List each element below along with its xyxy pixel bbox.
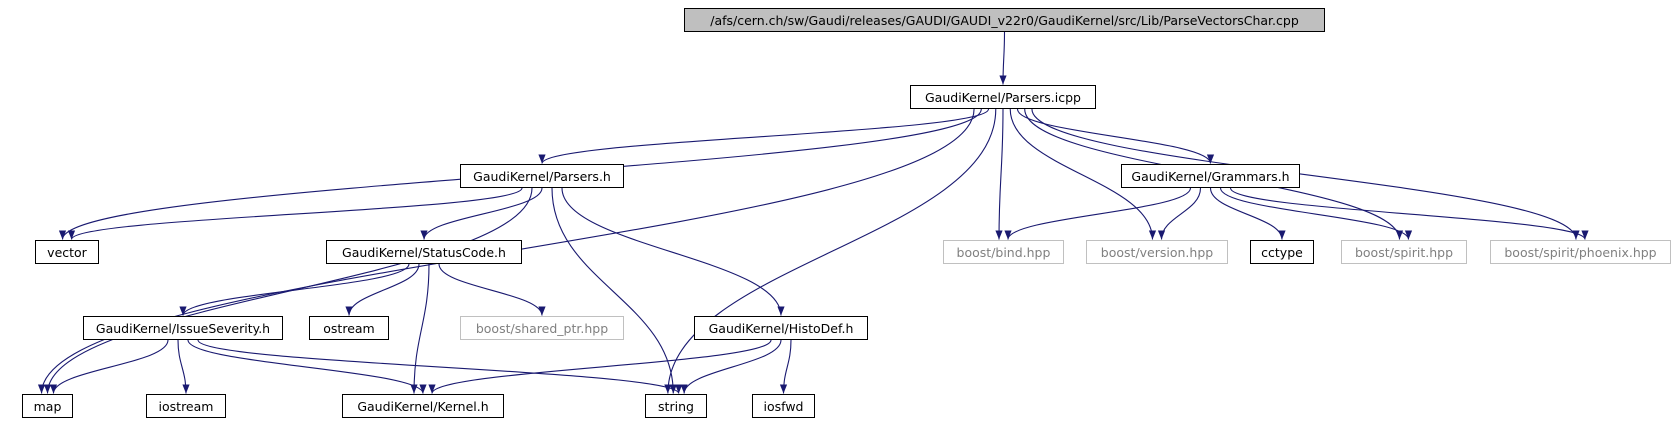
node-grammars-h[interactable]: GaudiKernel/Grammars.h [1121, 164, 1300, 188]
edge-parsers_h-to-string [551, 187, 677, 394]
edge-parsers_h-to-vector [68, 187, 523, 240]
node-boost-spirit-phoenix-hpp[interactable]: boost/spirit/phoenix.hpp [1490, 240, 1671, 264]
edge-grammars_h-to-boost_phoenix [1229, 187, 1589, 240]
node-boost-bind-hpp[interactable]: boost/bind.hpp [943, 240, 1064, 264]
node-iosfwd[interactable]: iosfwd [752, 394, 815, 418]
edge-histodef_h-to-kernel_h [428, 339, 772, 394]
node-histodef-h[interactable]: GaudiKernel/HistoDef.h [694, 316, 868, 340]
node-map[interactable]: map [22, 394, 73, 418]
edge-statuscode_h-to-kernel_h [410, 263, 430, 394]
edge-histodef_h-to-iosfwd [779, 339, 792, 394]
edge-parsers_icpp-to-grammars_h [1016, 108, 1215, 164]
node-kernel-h[interactable]: GaudiKernel/Kernel.h [342, 394, 504, 418]
node-boost-shared-ptr-hpp[interactable]: boost/shared_ptr.hpp [460, 316, 624, 340]
edge-issueseverity_h-to-map [49, 339, 169, 394]
edge-grammars_h-to-boost_spirit [1219, 187, 1413, 240]
edge-grammars_h-to-boost_version [1157, 187, 1202, 240]
edge-parsers_icpp-to-boost_version [1009, 108, 1157, 240]
node-boost-version-hpp[interactable]: boost/version.hpp [1086, 240, 1228, 264]
edge-histodef_h-to-string [680, 339, 782, 394]
edge-root-to-parsers_icpp [999, 31, 1007, 85]
edge-parsers_icpp-to-boost_bind [995, 108, 1004, 240]
edge-statuscode_h-to-ostream [345, 263, 420, 316]
node-boost-spirit-hpp[interactable]: boost/spirit.hpp [1341, 240, 1467, 264]
edge-grammars_h-to-boost_bind [1004, 187, 1192, 240]
edge-parsers_icpp-to-parsers_h [538, 108, 990, 164]
edge-grammars_h-to-cctype [1209, 187, 1286, 240]
node-parsers-icpp[interactable]: GaudiKernel/Parsers.icpp [910, 85, 1096, 109]
node-iostream[interactable]: iostream [146, 394, 226, 418]
edge-statuscode_h-to-issueseverity_h [179, 263, 410, 316]
node-ostream[interactable]: ostream [309, 316, 389, 340]
edge-issueseverity_h-to-string [197, 339, 683, 394]
node-parsers-h[interactable]: GaudiKernel/Parsers.h [460, 164, 624, 188]
node-cctype[interactable]: cctype [1250, 240, 1314, 264]
edge-parsers_h-to-statuscode_h [420, 187, 543, 240]
edge-issueseverity_h-to-iostream [177, 339, 190, 394]
edge-parsers_h-to-histodef_h [561, 187, 785, 316]
edge-issueseverity_h-to-kernel_h [187, 339, 427, 394]
node-string[interactable]: string [645, 394, 707, 418]
edge-statuscode_h-to-boost_shared_ptr [438, 263, 546, 316]
node-vector[interactable]: vector [35, 240, 99, 264]
edge-parsers_icpp-to-boost_phoenix [1031, 108, 1580, 240]
root-file-node: /afs/cern.ch/sw/Gaudi/releases/GAUDI/GAU… [684, 8, 1325, 32]
node-issueseverity-h[interactable]: GaudiKernel/IssueSeverity.h [83, 316, 283, 340]
node-statuscode-h[interactable]: GaudiKernel/StatusCode.h [326, 240, 522, 264]
edge-parsers_icpp-to-string [664, 108, 997, 394]
